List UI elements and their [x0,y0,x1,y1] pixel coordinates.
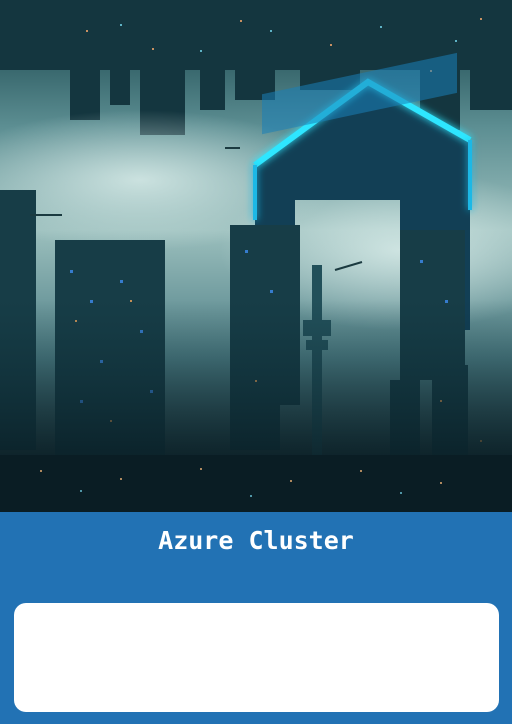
card-artwork [0,0,512,512]
card-title: Azure Cluster [158,526,354,555]
card-description-panel [14,603,499,712]
drones [30,147,363,271]
